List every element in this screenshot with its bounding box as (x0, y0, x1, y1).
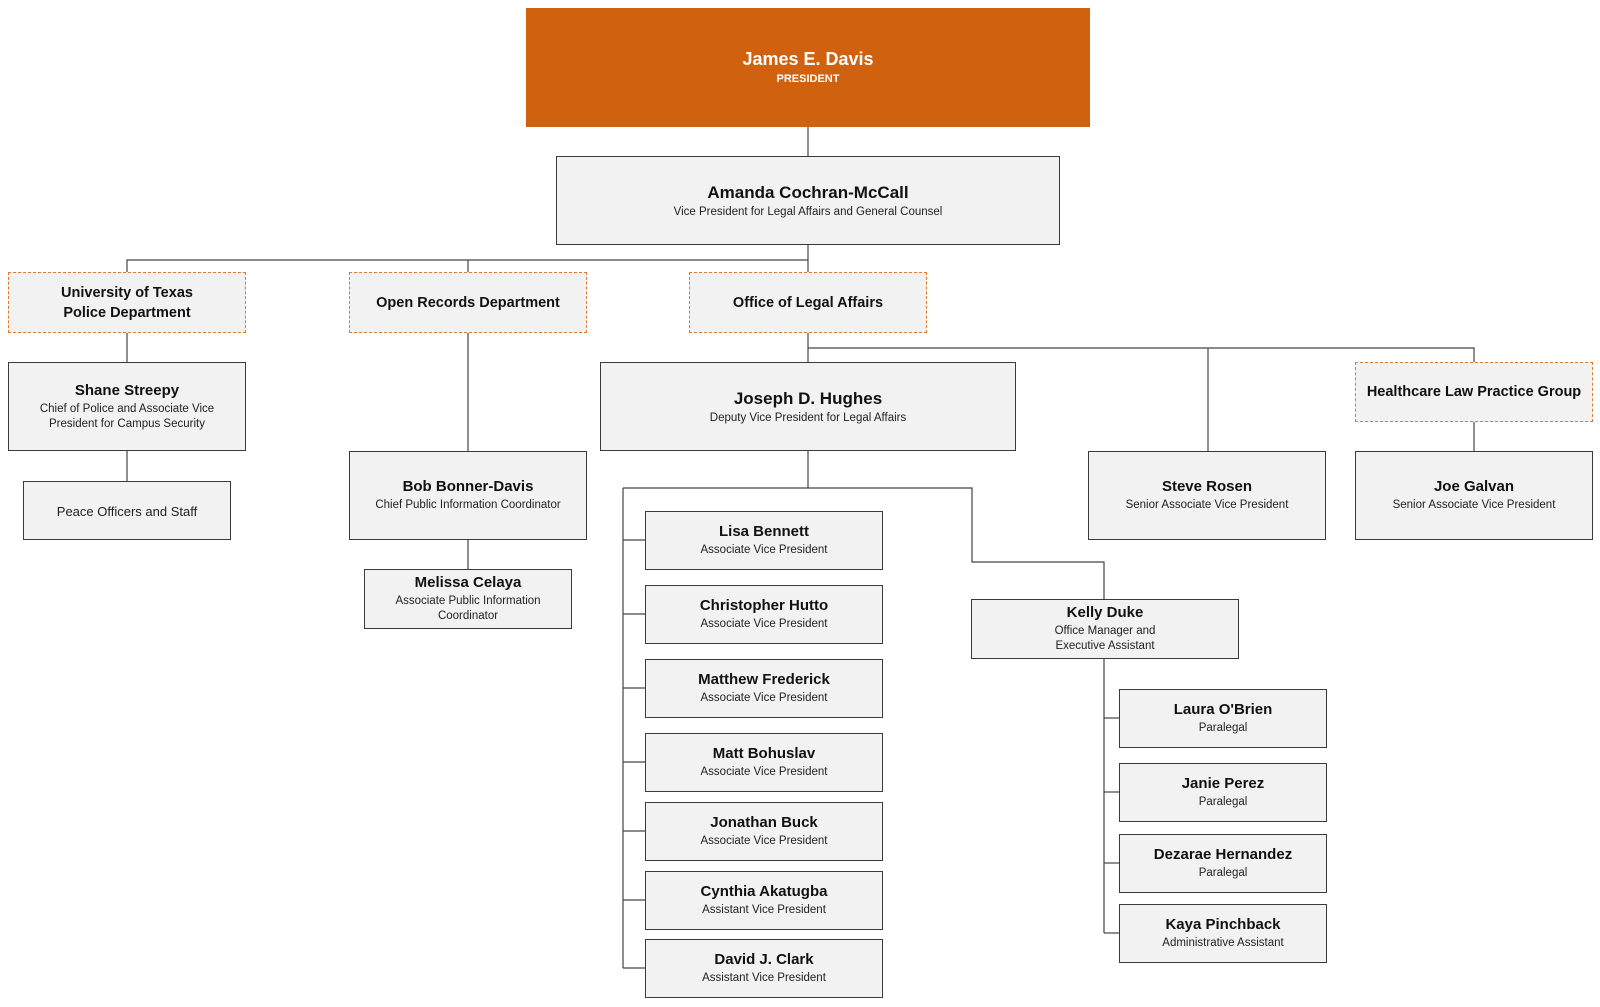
associate-title: Assistant Vice President (702, 972, 826, 984)
associate-name: Matt Bohuslav (712, 745, 816, 762)
staff-name: Laura O'Brien (1173, 701, 1273, 718)
associate-title: Associate Vice President (700, 835, 828, 847)
steve-name: Steve Rosen (1161, 478, 1253, 495)
joe-box: Joe Galvan Senior Associate Vice Preside… (1355, 451, 1593, 540)
dept-police-name-line1: University of Texas (61, 284, 193, 301)
associate-title: Assistant Vice President (702, 904, 826, 916)
joseph-box: Joseph D. Hughes Deputy Vice President f… (600, 362, 1016, 451)
associate-box: Christopher Hutto Associate Vice Preside… (645, 585, 883, 644)
connector (808, 347, 1475, 362)
melissa-box: Melissa Celaya Associate Public Informat… (364, 569, 572, 629)
kelly-box: Kelly Duke Office Manager and Executive … (971, 599, 1239, 659)
staff-box: Kaya Pinchback Administrative Assistant (1119, 904, 1327, 963)
police-chief-box: Shane Streepy Chief of Police and Associ… (8, 362, 246, 451)
police-chief-name: Shane Streepy (74, 381, 180, 399)
staff-title: Paralegal (1198, 796, 1248, 808)
dept-open-records-box: Open Records Department (349, 272, 587, 333)
staff-name: Janie Perez (1181, 775, 1265, 792)
joseph-title: Deputy Vice President for Legal Affairs (709, 411, 907, 424)
associate-box: Matthew Frederick Associate Vice Preside… (645, 659, 883, 718)
associate-title: Associate Vice President (700, 766, 828, 778)
associate-title: Associate Vice President (700, 618, 828, 630)
vp-legal-title: Vice President for Legal Affairs and Gen… (673, 205, 943, 218)
connector (126, 259, 808, 272)
peace-officers-box: Peace Officers and Staff (23, 481, 231, 540)
associate-box: Lisa Bennett Associate Vice President (645, 511, 883, 570)
staff-title: Paralegal (1198, 722, 1248, 734)
steve-title: Senior Associate Vice President (1125, 499, 1289, 511)
dept-legal-affairs-box: Office of Legal Affairs (689, 272, 927, 333)
dept-open-records-name: Open Records Department (376, 294, 560, 311)
melissa-title-line2: Coordinator (437, 610, 499, 622)
dept-police-name-line2: Police Department (63, 304, 191, 321)
associate-name: David J. Clark (714, 951, 814, 968)
melissa-name: Melissa Celaya (414, 574, 522, 591)
associate-title: Associate Vice President (700, 692, 828, 704)
dept-healthcare-box: Healthcare Law Practice Group (1355, 362, 1593, 422)
associate-name: Lisa Bennett (718, 523, 809, 540)
associate-name: Matthew Frederick (698, 671, 830, 688)
police-chief-title-line2: President for Campus Security (49, 417, 205, 430)
joseph-name: Joseph D. Hughes (733, 388, 883, 408)
associate-box: David J. Clark Assistant Vice President (645, 939, 883, 998)
melissa-title-line1: Associate Public Information (395, 595, 541, 607)
steve-box: Steve Rosen Senior Associate Vice Presid… (1088, 451, 1326, 540)
peace-officers-label: Peace Officers and Staff (56, 504, 198, 519)
associate-box: Cynthia Akatugba Assistant Vice Presiden… (645, 871, 883, 930)
president-name: James E. Davis (742, 49, 874, 69)
dept-healthcare-name: Healthcare Law Practice Group (1366, 384, 1582, 400)
joe-name: Joe Galvan (1433, 478, 1515, 495)
vp-legal-box: Amanda Cochran-McCall Vice President for… (556, 156, 1060, 245)
staff-box: Janie Perez Paralegal (1119, 763, 1327, 822)
associate-name: Jonathan Buck (710, 814, 818, 831)
joe-title: Senior Associate Vice President (1392, 499, 1556, 511)
staff-box: Dezarae Hernandez Paralegal (1119, 834, 1327, 893)
staff-name: Kaya Pinchback (1165, 916, 1281, 933)
president-box: James E. Davis PRESIDENT (526, 8, 1090, 127)
connector (623, 487, 1105, 599)
staff-box: Laura O'Brien Paralegal (1119, 689, 1327, 748)
president-title: PRESIDENT (776, 73, 840, 85)
associate-name: Cynthia Akatugba (700, 883, 828, 900)
associate-name: Christopher Hutto (699, 597, 829, 614)
associate-box: Matt Bohuslav Associate Vice President (645, 733, 883, 792)
police-chief-title-line1: Chief of Police and Associate Vice (39, 402, 215, 415)
staff-name: Dezarae Hernandez (1153, 846, 1293, 863)
associate-title: Associate Vice President (700, 544, 828, 556)
staff-title: Administrative Assistant (1162, 937, 1284, 949)
kelly-title-line1: Office Manager and (1054, 625, 1156, 637)
bob-box: Bob Bonner-Davis Chief Public Informatio… (349, 451, 587, 540)
staff-title: Paralegal (1198, 867, 1248, 879)
bob-title: Chief Public Information Coordinator (375, 499, 561, 511)
associate-box: Jonathan Buck Associate Vice President (645, 802, 883, 861)
bob-name: Bob Bonner-Davis (402, 478, 534, 495)
kelly-name: Kelly Duke (1066, 604, 1144, 621)
dept-legal-affairs-name: Office of Legal Affairs (732, 294, 884, 311)
dept-police-box: University of Texas Police Department (8, 272, 246, 333)
vp-legal-name: Amanda Cochran-McCall (707, 182, 909, 202)
kelly-title-line2: Executive Assistant (1055, 640, 1155, 652)
